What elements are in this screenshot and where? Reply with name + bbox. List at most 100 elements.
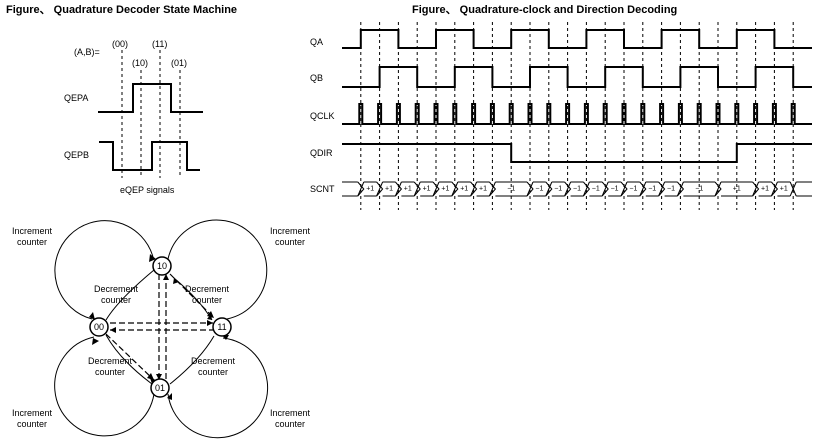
node-01-label: 01 xyxy=(155,383,165,393)
arrowhead xyxy=(149,254,156,262)
qepa-waveform xyxy=(98,83,203,113)
scnt-value: −1 xyxy=(648,186,656,193)
scnt-value: −1 xyxy=(535,186,543,193)
increment-label-tr: Increment xyxy=(270,226,311,236)
scnt-cell-edge xyxy=(489,181,497,197)
decrement-label-br: Decrement xyxy=(191,356,236,366)
scnt-value: −1 xyxy=(507,186,515,193)
scnt-cell-edge xyxy=(601,181,609,197)
qb-waveform xyxy=(342,66,812,88)
scnt-cell-edge xyxy=(526,181,534,197)
decrement-label-br-2: counter xyxy=(198,367,228,377)
qa-waveform xyxy=(342,29,812,49)
scnt-cell-edge xyxy=(413,181,421,197)
arrowhead xyxy=(89,312,95,320)
state-00-label: (00) xyxy=(112,39,128,49)
scnt-cell-edge xyxy=(395,181,403,197)
arrowhead xyxy=(92,338,99,345)
scnt-cell-edge xyxy=(677,181,685,197)
scnt-value: +1 xyxy=(423,186,431,193)
scnt-cell-edge xyxy=(394,181,402,197)
node-00 xyxy=(89,317,109,337)
qdir-waveform xyxy=(342,143,812,163)
scnt-value: +1 xyxy=(780,186,788,193)
dashed-diagonal xyxy=(169,273,215,319)
dashed-diagonal xyxy=(105,333,155,381)
scnt-cell-edge xyxy=(789,181,797,197)
state-01-label: (01) xyxy=(171,58,187,68)
loop-bottom-left xyxy=(54,336,155,437)
arrowhead xyxy=(167,393,172,400)
loop-top-right xyxy=(167,219,268,320)
scnt-cell-edge xyxy=(676,181,684,197)
node-11-label: 11 xyxy=(217,322,226,332)
eqep-caption: eQEP signals xyxy=(120,185,175,195)
loop-top-left xyxy=(54,220,154,320)
scnt-cell-edge xyxy=(583,181,591,197)
scnt-cell-edge xyxy=(526,181,534,197)
node-10 xyxy=(152,256,172,276)
arrowhead xyxy=(110,327,116,333)
scnt-cell-edge xyxy=(432,181,440,197)
increment-label-bl-2: counter xyxy=(17,419,47,429)
state-machine: 10 00 11 01 Increment counter Increment … xyxy=(12,219,311,439)
node-00-label: 00 xyxy=(94,322,104,332)
scnt-value: +1 xyxy=(733,186,741,193)
scnt-value: +1 xyxy=(479,186,487,193)
scnt-value: +1 xyxy=(404,186,412,193)
scnt-cell-edge xyxy=(639,181,647,197)
scnt-value: −1 xyxy=(592,186,600,193)
scnt-cell-edge xyxy=(658,181,666,197)
increment-label-tl-2: counter xyxy=(17,237,47,247)
ab-label: (A,B)= xyxy=(74,47,100,57)
scnt-value: −1 xyxy=(554,186,562,193)
scnt-cell-edge xyxy=(432,181,440,197)
scnt-cell-edge xyxy=(413,181,421,197)
arrowhead xyxy=(156,374,162,380)
scnt-cell-edge xyxy=(564,181,572,197)
scnt-cell-edge xyxy=(357,181,365,197)
qepb-waveform xyxy=(99,141,200,171)
scnt-cell-edge xyxy=(714,181,722,197)
scnt-cell-edge xyxy=(582,181,590,197)
left-title: Figure、 Quadrature Decoder State Machine xyxy=(6,4,237,16)
scnt-cell-edge xyxy=(376,181,384,197)
increment-label-tl: Increment xyxy=(12,226,53,236)
scnt-value: +1 xyxy=(385,186,393,193)
increment-label-tr-2: counter xyxy=(275,237,305,247)
scnt-cell-edge xyxy=(488,181,496,197)
scnt-value: −1 xyxy=(667,186,675,193)
node-11 xyxy=(212,317,232,337)
scnt-cell-edge xyxy=(714,181,722,197)
qepb-label: QEPB xyxy=(64,150,89,160)
decrement-label-bl-2: counter xyxy=(95,367,125,377)
increment-label-br: Increment xyxy=(270,408,311,418)
decrement-label-tl: Decrement xyxy=(94,284,139,294)
qepa-label: QEPA xyxy=(64,93,88,103)
scnt-cell-edge xyxy=(639,181,647,197)
scnt-value: −1 xyxy=(629,186,637,193)
scnt-value: +1 xyxy=(366,186,374,193)
timing-diagram: QAQBQCLKQDIRSCNT+1+1+1+1+1+1+1−1−1−1−1−1… xyxy=(310,22,812,210)
scnt-value: +1 xyxy=(460,186,468,193)
decrement-arc-br xyxy=(169,335,215,385)
scnt-value: +1 xyxy=(441,186,449,193)
scnt-value: −1 xyxy=(611,186,619,193)
arrowhead xyxy=(150,378,156,384)
row-label-qb: QB xyxy=(310,73,323,83)
decrement-arc-tl xyxy=(105,269,155,321)
state-11-label: (11) xyxy=(152,39,167,49)
decrement-label-tl-2: counter xyxy=(101,295,131,305)
row-label-qclk: QCLK xyxy=(310,111,335,121)
row-label-qdir: QDIR xyxy=(310,148,333,158)
decrement-label-bl: Decrement xyxy=(88,356,133,366)
arrowhead xyxy=(207,311,214,318)
arrowhead xyxy=(163,274,169,280)
scnt-cell-edge xyxy=(752,181,760,197)
decrement-label-tr: Decrement xyxy=(185,284,230,294)
scnt-value: −1 xyxy=(573,186,581,193)
scnt-cell-edge xyxy=(771,181,779,197)
loop-bottom-right xyxy=(167,337,269,439)
